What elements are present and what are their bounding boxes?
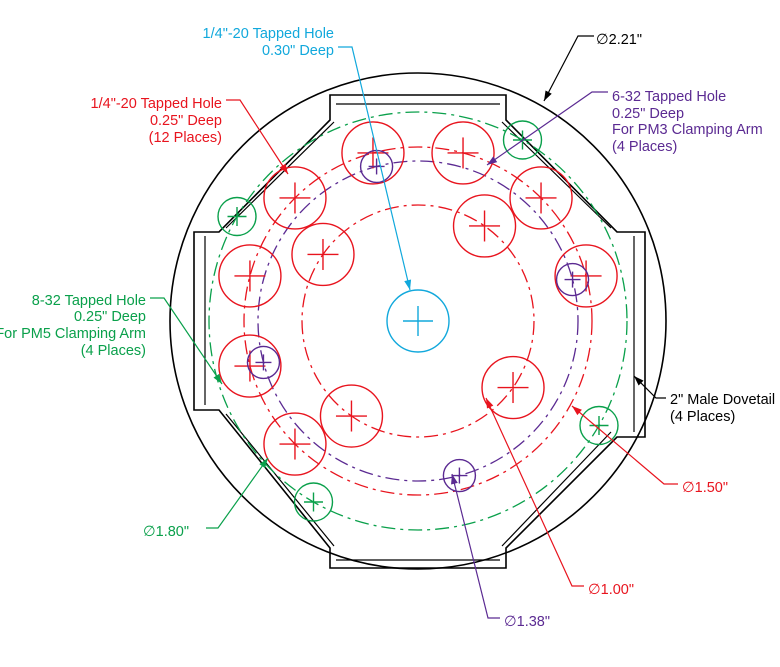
outer-circle — [169, 72, 667, 570]
dia-150-label: ∅1.50" — [682, 480, 728, 496]
circle-dia-180 — [208, 111, 628, 531]
red-holes-label-3: (12 Places) — [149, 130, 222, 146]
circle-dia-150 — [243, 146, 593, 496]
purple-holes-label-3: For PM3 Clamping Arm — [612, 122, 763, 138]
red-hole-outer — [263, 166, 327, 230]
red-hole-outer — [218, 334, 282, 398]
dia-100-label: ∅1.00" — [588, 582, 634, 598]
red-holes-leader — [226, 99, 289, 175]
red-hole-outer — [263, 412, 327, 476]
red-hole-inner — [319, 384, 384, 448]
dia-180-label: ∅1.80" — [143, 524, 189, 540]
dovetail-bevels — [204, 103, 635, 561]
dovetail-label-2: (4 Places) — [670, 409, 735, 425]
red-hole-outer — [509, 166, 573, 230]
purple-hole — [555, 262, 590, 297]
hole-group — [217, 120, 619, 522]
red-hole-inner — [291, 222, 355, 287]
outer-diameter-label: ∅2.21" — [596, 32, 642, 48]
purple-holes-leader — [486, 91, 608, 166]
green-hole — [293, 482, 334, 522]
dia-150-leader — [571, 405, 678, 485]
circle-dia-138 — [257, 160, 579, 482]
purple-hole — [246, 345, 281, 380]
dia-138-leader — [451, 473, 500, 619]
center-hole-leader — [338, 46, 412, 291]
green-hole — [579, 405, 619, 446]
green-holes-label-2: 0.25" Deep — [74, 309, 146, 325]
outer-diameter-leader — [543, 35, 594, 102]
red-hole-outer — [218, 244, 282, 308]
center-hole-label-1: 1/4"-20 Tapped Hole — [203, 26, 334, 42]
red-holes-label-1: 1/4"-20 Tapped Hole — [91, 96, 222, 112]
red-hole-outer — [341, 121, 405, 185]
purple-holes-label-2: 0.25" Deep — [612, 106, 684, 122]
dovetail-label-1: 2" Male Dovetail — [670, 392, 775, 408]
dia-138-label: ∅1.38" — [504, 614, 550, 630]
center-hole — [386, 289, 450, 353]
green-holes-leader — [150, 297, 223, 385]
circle-dia-100 — [301, 204, 535, 438]
red-hole-outer — [431, 121, 495, 185]
purple-holes-label-1: 6-32 Tapped Hole — [612, 89, 726, 105]
dia-180-leader — [206, 457, 269, 529]
center-hole-label-2: 0.30" Deep — [262, 43, 334, 59]
green-holes-label-1: 8-32 Tapped Hole — [32, 293, 146, 309]
purple-hole — [359, 149, 394, 184]
purple-hole — [442, 458, 477, 493]
red-hole-inner — [481, 355, 545, 420]
red-holes-label-2: 0.25" Deep — [150, 113, 222, 129]
dovetail-leader — [633, 375, 666, 399]
dovetail-bevel-line — [501, 431, 612, 547]
green-hole — [217, 196, 257, 237]
red-hole-inner — [452, 194, 517, 258]
dovetail-body — [193, 94, 646, 569]
green-holes-label-4: (4 Places) — [81, 343, 146, 359]
dia-100-leader — [485, 397, 584, 587]
dovetail-bevel-line — [225, 121, 335, 229]
purple-holes-label-4: (4 Places) — [612, 139, 677, 155]
green-holes-label-3: For PM5 Clamping Arm — [0, 326, 146, 342]
red-hole-outer — [554, 244, 618, 308]
